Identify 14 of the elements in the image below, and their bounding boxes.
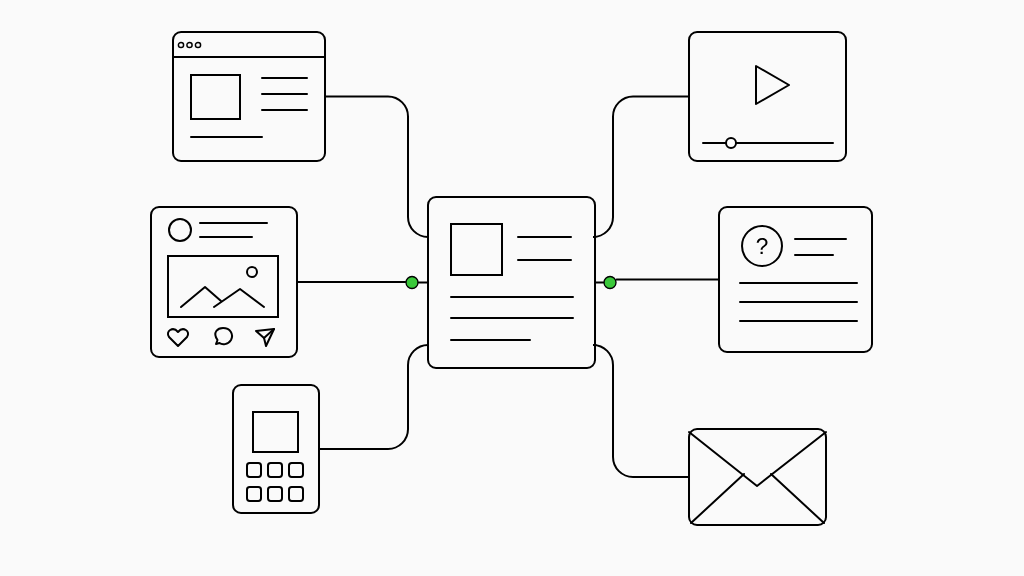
browser-window-drawing: [172, 31, 326, 162]
connector-line: [319, 344, 429, 450]
video-player-drawing: [688, 31, 847, 162]
social-post-drawing: [150, 206, 298, 358]
connector-line: [417, 281, 428, 284]
connector-line: [592, 95, 689, 238]
connector-line: [297, 281, 407, 283]
content-card-drawing: [427, 196, 596, 369]
connector-line: [592, 344, 689, 478]
phone-drawing: [232, 384, 320, 514]
connector-line: [615, 278, 719, 281]
connector-line: [325, 95, 429, 238]
connector-line: [595, 281, 605, 284]
envelope-drawing: [688, 428, 827, 526]
